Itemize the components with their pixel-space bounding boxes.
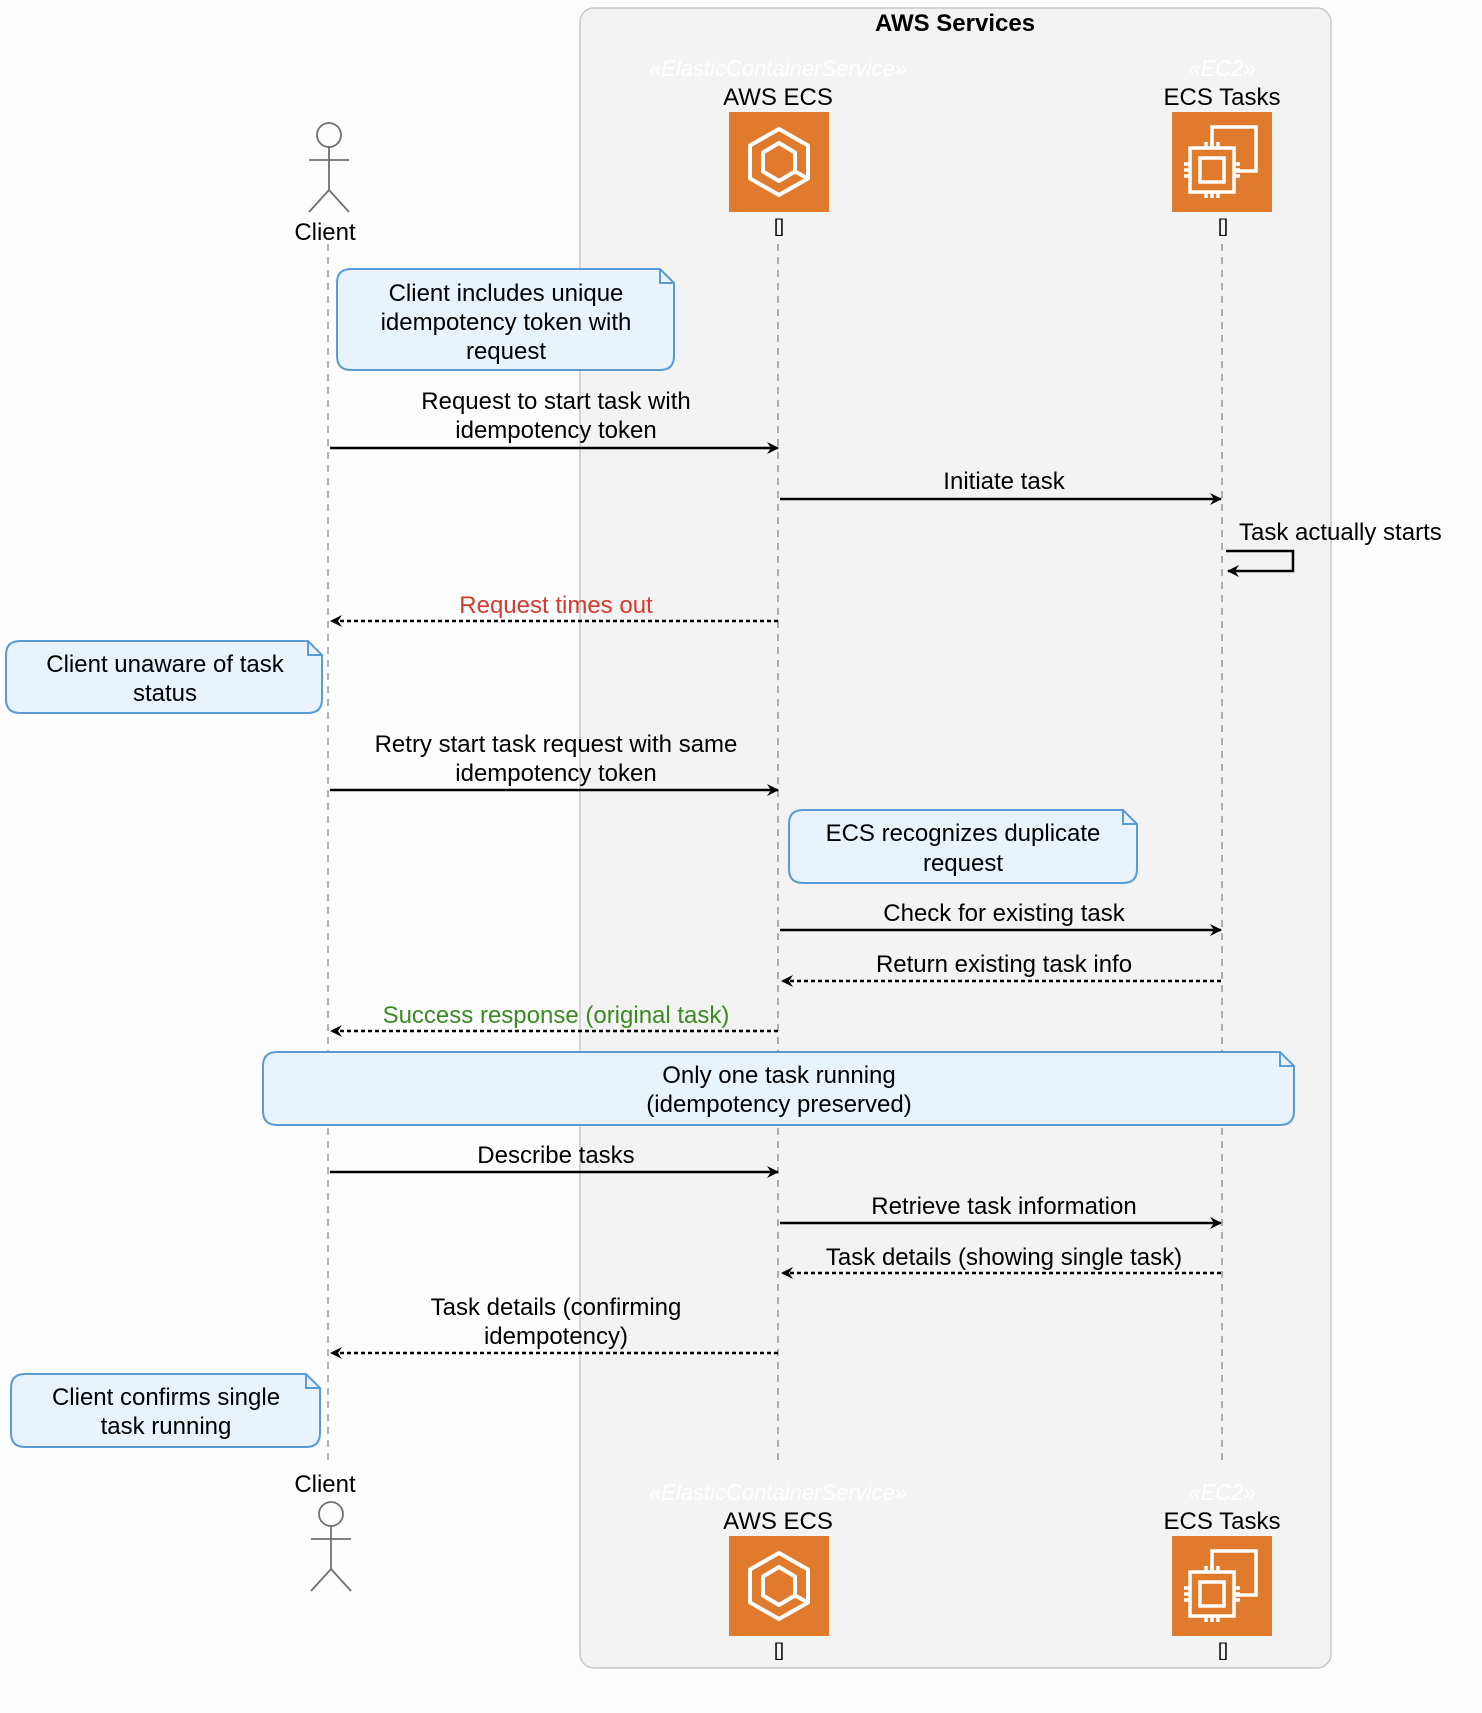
message-label: Success response (original task) [383,1002,730,1029]
note-ecs-duplicate: ECS recognizes duplicate request [788,809,1138,884]
actor-icon [308,122,350,213]
note-client-token: Client includes unique idempotency token… [336,268,675,371]
message-label: Task details (confirming [431,1294,682,1321]
note-text: idempotency token with [381,309,632,336]
note-only-one-task: Only one task running (idempotency prese… [262,1051,1295,1126]
message-label: Check for existing task [883,900,1125,927]
message-label: Task actually starts [1239,519,1442,546]
ecs-stereotype-top: «ElasticContainerService» [649,56,907,81]
tasks-stereotype-top: «EC2» [1188,56,1255,81]
tasks-label-top: ECS Tasks [1164,84,1281,111]
ecs-participant-top: «ElasticContainerService» AWS ECS [] [649,56,907,236]
tasks-stereotype-bottom: «EC2» [1188,1480,1255,1505]
ecs-icon-glyph [748,127,810,197]
message-task-starts: Task actually starts [1226,519,1442,577]
tasks-participant-bottom: «EC2» ECS Tasks [] [1164,1480,1281,1660]
message-request-timeout: Request times out [330,592,778,627]
message-retrieve-info: Retrieve task information [780,1193,1222,1229]
message-label: Describe tasks [477,1142,634,1169]
ecs-stereotype-bottom: «ElasticContainerService» [649,1480,907,1505]
message-arrow [1226,549,1295,577]
message-initiate-task: Initiate task [780,468,1222,505]
ecs-icon-glyph [748,1551,810,1621]
note-client-confirms: Client confirms single task running [10,1373,321,1448]
client-actor-bottom: Client [294,1471,356,1592]
message-check-existing: Check for existing task [780,900,1222,936]
note-text: status [133,680,197,707]
ecs-tag-bottom: [] [774,1640,784,1660]
note-text: Client includes unique [389,280,624,307]
client-label-bottom: Client [294,1471,356,1498]
tasks-participant-top: «EC2» ECS Tasks [] [1164,56,1281,236]
note-text: ECS recognizes duplicate [826,820,1101,847]
message-return-existing: Return existing task info [781,951,1221,987]
client-label-top: Client [294,219,356,246]
note-text: task running [101,1413,232,1440]
ecs-participant-bottom: «ElasticContainerService» AWS ECS [] [649,1480,907,1660]
message-label: idempotency token [455,417,656,444]
note-client-unaware: Client unaware of task status [5,640,323,714]
message-label: Retry start task request with same [375,731,738,758]
message-label: Request times out [459,592,653,619]
note-text: (idempotency preserved) [646,1091,911,1118]
actor-icon [310,1501,352,1592]
group-title: AWS Services [875,10,1035,37]
note-text: request [923,850,1003,877]
message-label: Task details (showing single task) [826,1244,1182,1271]
client-actor-top: Client [294,122,356,246]
tasks-label-bottom: ECS Tasks [1164,1508,1281,1535]
message-label: Return existing task info [876,951,1132,978]
message-retry: Retry start task request with same idemp… [330,731,779,796]
message-label: Retrieve task information [871,1193,1136,1220]
message-label: Initiate task [943,468,1065,495]
message-label: Request to start task with [421,388,690,415]
message-label: idempotency) [484,1323,628,1350]
ecs-label-top: AWS ECS [723,84,833,111]
tasks-tag-bottom: [] [1218,1640,1228,1660]
message-request-start: Request to start task with idempotency t… [330,388,779,454]
ecs-tag-top: [] [774,216,784,236]
note-text: Client confirms single [52,1384,280,1411]
message-describe-tasks: Describe tasks [330,1142,779,1178]
note-text: request [466,338,546,365]
message-task-details-confirm: Task details (confirming idempotency) [330,1294,778,1359]
message-success: Success response (original task) [330,1002,778,1037]
ec2-icon-glyph [1184,1549,1258,1622]
ecs-label-bottom: AWS ECS [723,1508,833,1535]
note-text: Only one task running [662,1062,895,1089]
ec2-icon-glyph [1184,125,1258,198]
note-text: Client unaware of task [46,651,284,678]
message-task-details-single: Task details (showing single task) [781,1244,1221,1279]
tasks-tag-top: [] [1218,216,1228,236]
message-label: idempotency token [455,760,656,787]
